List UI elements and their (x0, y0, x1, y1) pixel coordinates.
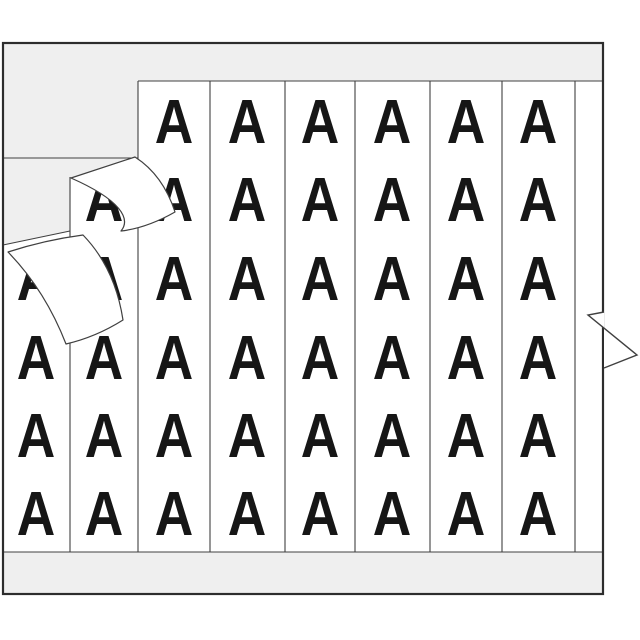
marker-letter: A (519, 324, 558, 393)
marker-letter: A (447, 245, 486, 314)
marker-letter: A (447, 324, 486, 393)
marker-letter: A (519, 402, 558, 471)
marker-letter: A (85, 480, 124, 549)
marker-letter: A (301, 245, 340, 314)
marker-letter: A (228, 324, 267, 393)
marker-letter: A (301, 324, 340, 393)
marker-letter: A (155, 245, 194, 314)
tear-notch-outline (586, 311, 639, 369)
marker-letter: A (447, 402, 486, 471)
peeled-strip-flap-lower (7, 234, 124, 345)
liner-backing (3, 43, 603, 245)
marker-letter: A (85, 402, 124, 471)
marker-letter: A (301, 480, 340, 549)
marker-letter: A (519, 245, 558, 314)
tear-notch (588, 312, 637, 368)
marker-letter: A (519, 166, 558, 235)
marker-letter-grid: AAAAAAAAAAAAAAAAAAAAAAAAAAAAAAAAAAAAAAAA… (17, 88, 558, 549)
marker-letter: A (373, 324, 412, 393)
marker-letter: A (228, 166, 267, 235)
marker-letter: A (17, 402, 56, 471)
marker-letter: A (301, 88, 340, 157)
marker-letter: A (228, 480, 267, 549)
marker-letter: A (373, 88, 412, 157)
marker-letter: A (155, 324, 194, 393)
marker-letter: A (373, 166, 412, 235)
marker-letter: A (373, 402, 412, 471)
marker-letter: A (447, 480, 486, 549)
marker-letter: A (373, 480, 412, 549)
marker-letter: A (155, 88, 194, 157)
marker-letter: A (519, 480, 558, 549)
marker-letter: A (301, 402, 340, 471)
card-footer-band (3, 552, 603, 593)
marker-letter: A (447, 166, 486, 235)
card-structure-lines (2, 80, 603, 553)
marker-letter: A (447, 88, 486, 157)
marker-letter: A (17, 324, 56, 393)
marker-letter: A (301, 166, 340, 235)
marker-letter: A (155, 480, 194, 549)
marker-letter: A (17, 480, 56, 549)
marker-letter: A (228, 245, 267, 314)
marker-letter: A (373, 245, 412, 314)
marker-letter: A (155, 402, 194, 471)
marker-letter: A (228, 402, 267, 471)
peeled-strip-flap-upper (70, 156, 176, 232)
peel-tear-line (2, 230, 71, 246)
marker-letter: A (519, 88, 558, 157)
marker-letter: A (228, 88, 267, 157)
